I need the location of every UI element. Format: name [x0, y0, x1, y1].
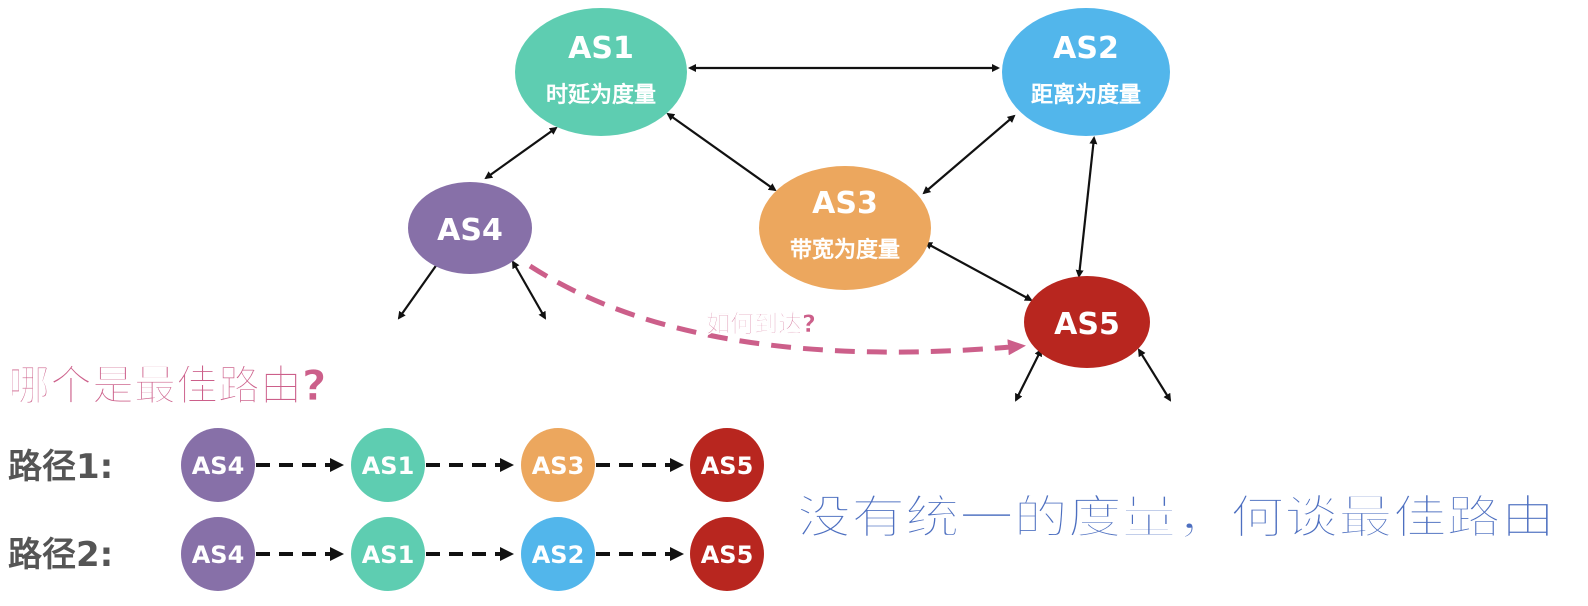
path-1-hop: AS4 [192, 452, 245, 480]
edge-as1-as4 [484, 126, 558, 180]
path-1-label: 路径1: [8, 447, 113, 487]
path-2-hop: AS4 [192, 541, 245, 569]
edge-as2-as5 [1075, 136, 1098, 278]
node-as5: AS5 [1024, 276, 1150, 368]
node-as2: AS2 距离为度量 [1002, 8, 1170, 136]
node-as1: AS1 时延为度量 [515, 8, 687, 136]
node-as2-metric: 距离为度量 [1031, 82, 1141, 108]
node-as3-metric: 带宽为度量 [790, 237, 900, 263]
path-1: 路径1: AS4 AS1 AS3 AS5 [8, 428, 764, 502]
edge-as5-out-right [1137, 348, 1172, 402]
node-as4-name: AS4 [437, 213, 503, 248]
question-heading: 哪个是最佳路由? [8, 361, 326, 410]
node-as1-metric: 时延为度量 [546, 82, 656, 108]
conclusion-text: 没有统一的度量，何谈最佳路由 [797, 490, 1555, 544]
network-edges [397, 64, 1172, 402]
how-to-reach-curve [528, 263, 1026, 356]
path-2-label: 路径2: [8, 535, 113, 575]
path-2-hop: AS5 [701, 541, 754, 569]
path-2: 路径2: AS4 AS1 AS2 AS5 [8, 517, 764, 591]
edge-as1-as3 [666, 112, 777, 192]
node-as3: AS3 带宽为度量 [759, 166, 931, 290]
path-2-hop: AS1 [362, 541, 415, 569]
node-as3-name: AS3 [812, 186, 878, 221]
edge-as4-out-right [512, 260, 546, 320]
path-1-hop: AS3 [532, 452, 585, 480]
edge-as5-out-left [1015, 348, 1042, 402]
edge-as4-out-left [397, 258, 442, 320]
how-to-reach-label: 如何到达? [706, 310, 816, 338]
path-1-hop: AS1 [362, 452, 415, 480]
path-2-hop: AS2 [532, 541, 585, 569]
node-as1-name: AS1 [568, 31, 634, 66]
path-1-hop: AS5 [701, 452, 754, 480]
edge-as3-as5 [924, 242, 1033, 301]
node-as5-name: AS5 [1054, 307, 1120, 342]
node-as4: AS4 [408, 182, 532, 274]
node-as2-name: AS2 [1053, 31, 1119, 66]
edge-as2-as3 [922, 114, 1016, 195]
